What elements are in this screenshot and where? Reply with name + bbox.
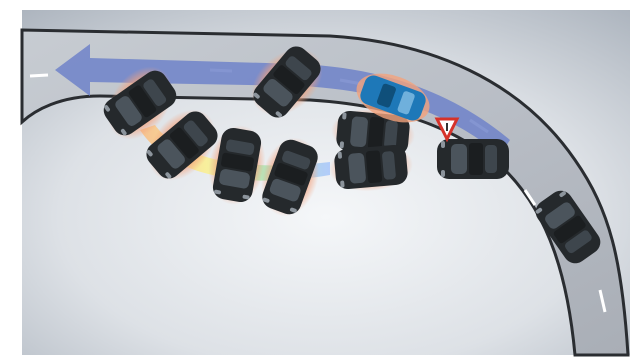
car-8 xyxy=(437,139,509,179)
car-7 xyxy=(333,144,408,190)
